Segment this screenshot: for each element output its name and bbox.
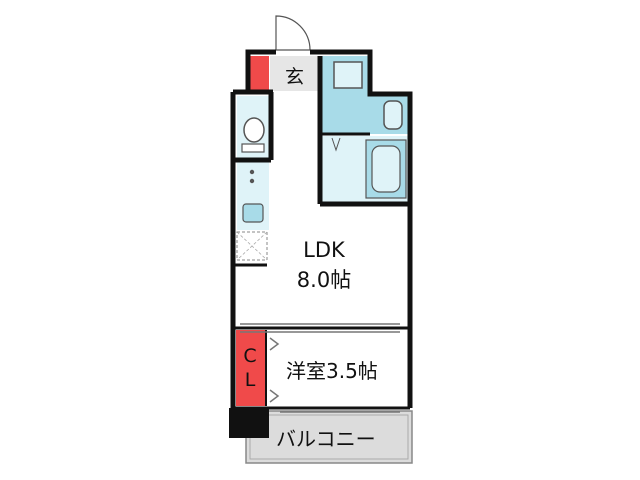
stove-burner-icon [249,178,255,184]
bathtub-icon [371,145,401,193]
stove-burner-icon [249,169,255,175]
closet-label-c: C [243,345,257,367]
washing-machine-icon [333,61,363,89]
closet-area [236,330,266,406]
kitchen-counter [236,162,269,261]
closet-label-l: L [244,369,256,391]
entrance-floor [270,56,320,91]
entry-door-icon [275,15,311,51]
ldk-size-label: 8.0帖 [296,268,352,292]
balcony-label: バルコニー [276,427,376,451]
entrance-label: 玄 [285,66,305,88]
ldk-label: LDK [303,238,345,262]
western-room-label: 洋室3.5帖 [286,359,378,383]
balcony-area [245,410,413,464]
corner-pillar [229,408,269,438]
toilet-icon [243,117,265,143]
entrance-storage [249,56,269,92]
sliding-doors [240,323,400,413]
bathroom [320,136,410,202]
toilet-room [237,96,271,158]
kitchen-sink-icon [242,203,264,223]
sink-icon [383,100,403,130]
washroom [322,56,408,134]
